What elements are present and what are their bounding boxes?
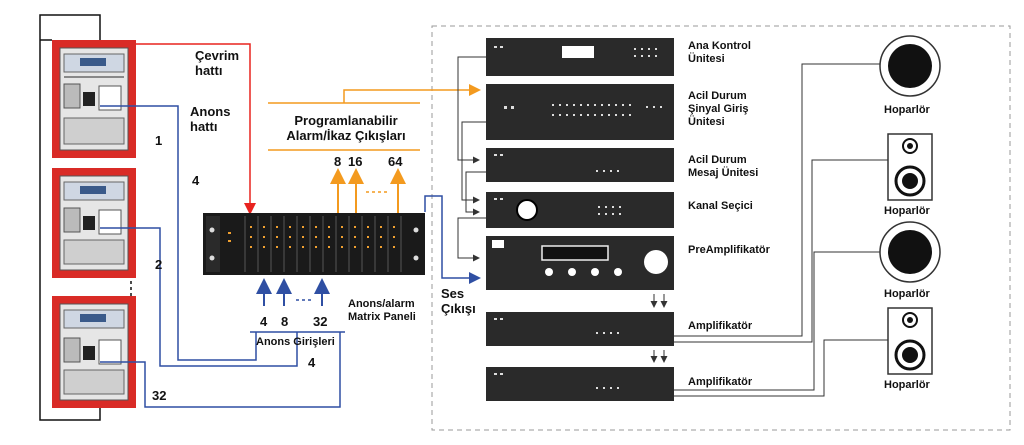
rack-mesaj-unitesi xyxy=(486,148,674,182)
loop-line xyxy=(39,14,101,421)
speaker-ceiling-2 xyxy=(879,221,941,283)
rack-ana-kontrol xyxy=(486,38,674,76)
rack-link-3 xyxy=(465,171,486,216)
rack-amp-2 xyxy=(486,367,674,401)
amp2-speaker4 xyxy=(674,339,888,397)
rack-link-1 xyxy=(457,56,486,164)
in-label-4: 4 xyxy=(260,314,268,329)
rack-link-2 xyxy=(461,121,486,204)
rack-area-border xyxy=(431,25,1011,431)
amp1-speaker2 xyxy=(674,159,888,343)
fire-panel-2 xyxy=(52,168,136,278)
speaker-box-1 xyxy=(887,133,933,201)
line-number-4-bottom: 4 xyxy=(308,355,316,370)
rack-amp-1 xyxy=(486,312,674,346)
in-label-32: 32 xyxy=(313,314,328,329)
rack-preamp xyxy=(486,236,674,290)
line-number-4-top: 4 xyxy=(192,173,200,188)
matrix-panel-label: Anons/alarm Matrix Paneli xyxy=(348,298,416,323)
amp2-speaker3 xyxy=(674,251,880,391)
anons-line-2 xyxy=(100,227,298,367)
speaker-ceiling-1 xyxy=(879,35,941,97)
out-label-8: 8 xyxy=(334,154,342,169)
rack-link-4 xyxy=(457,217,486,262)
rack-label-mesaj-unitesi: Acil Durum Mesaj Ünitesi xyxy=(688,154,759,179)
anons-girisleri-label: Anons Girişleri xyxy=(256,336,335,348)
rack-label-kanal-secici: Kanal Seçici xyxy=(688,200,753,212)
prog-to-rack xyxy=(343,84,481,103)
line-number-2: 2 xyxy=(155,257,163,272)
rack-label-preamp: PreAmplifikatör xyxy=(688,244,770,256)
rack-label-sinyal-giris: Acil Durum Şinyal Giriş Ünitesi xyxy=(688,90,749,128)
speaker-label-1: Hoparlör xyxy=(884,104,930,116)
ses-cikisi-line xyxy=(424,195,481,284)
anons-hatti-label: Anons hattı xyxy=(190,104,231,134)
speaker-label-4: Hoparlör xyxy=(884,379,930,391)
line-number-1: 1 xyxy=(155,133,163,148)
rack-label-amp-1: Amplifikatör xyxy=(688,320,753,332)
anons-line-1 xyxy=(100,105,257,361)
out-label-64: 64 xyxy=(388,154,403,169)
prog-alarm-label: Programlanabilir Alarm/İkaz Çıkışları xyxy=(286,113,406,143)
rack-kanal-secici xyxy=(486,192,674,228)
speaker-box-2 xyxy=(887,307,933,375)
fire-panel-3 xyxy=(52,296,136,408)
rack-label-amp-2: Amplifikatör xyxy=(688,376,753,388)
ses-cikisi-label: Ses Çıkışı xyxy=(441,286,476,316)
cevrim-line xyxy=(136,43,256,215)
rack-label-ana-kontrol: Ana Kontrol Ünitesi xyxy=(688,40,751,65)
out-label-16: 16 xyxy=(348,154,363,169)
cevrim-hatti-label: Çevrim hattı xyxy=(195,48,240,78)
line-number-32: 32 xyxy=(152,388,167,403)
rack-sinyal-giris xyxy=(486,84,674,140)
in-label-8: 8 xyxy=(281,314,289,329)
speaker-label-2: Hoparlör xyxy=(884,205,930,217)
speaker-label-3: Hoparlör xyxy=(884,288,930,300)
fire-panel-1 xyxy=(52,40,136,158)
matrix-panel xyxy=(203,213,425,275)
anons-line-3 xyxy=(100,332,341,408)
amp1-speaker1 xyxy=(674,63,880,337)
